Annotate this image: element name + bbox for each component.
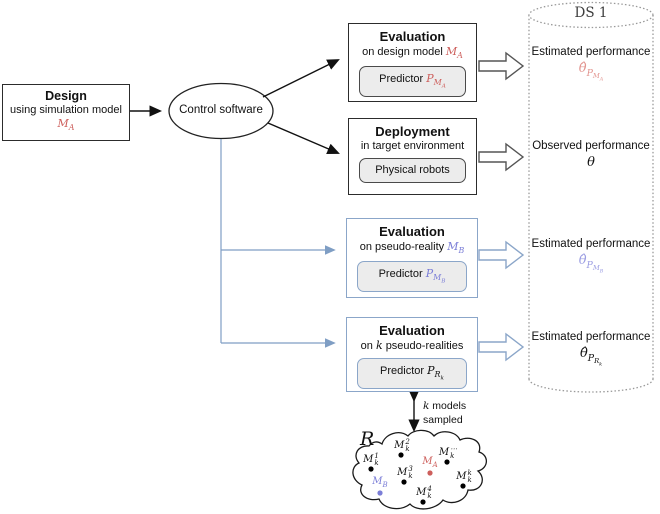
block-arrow-estimated-ma [478, 51, 525, 81]
connector-control-to-pseudo [220, 139, 336, 348]
cloud-label-r: R [360, 428, 375, 450]
predictor-prk-box: Predictor PRk [357, 358, 467, 389]
predictor-pmb-box: Predictor PMB [357, 261, 467, 292]
control-software-ellipse [168, 82, 274, 140]
evaluation-pseudo-box: Evaluation on pseudo-reality MB Predicto… [346, 218, 478, 298]
model-label-mk-dots: M⋯k [438, 445, 458, 460]
dot-mk1 [368, 466, 374, 472]
evaluation-design-subtitle: on design model MA [362, 45, 463, 61]
dot-mk4 [420, 499, 426, 505]
control-software-label: Control software [179, 104, 263, 116]
evaluation-pseudo-title: Evaluation [379, 224, 445, 239]
evaluation-design-box: Evaluation on design model MA Predictor … [348, 23, 477, 102]
dot-mkk [460, 483, 466, 489]
dot-mk3 [401, 479, 407, 485]
datastore-row-estimated-ma: Estimated performance θ̂PMA [531, 46, 651, 83]
block-arrow-estimated-rk [478, 332, 525, 362]
arrow-control-to-evaluation [262, 59, 340, 98]
datastore-row-estimated-mb: Estimated performance θ̂PMB [531, 238, 651, 275]
datastore-cylinder [528, 1, 654, 393]
evaluation-k-subtitle: on k pseudo-realities [360, 339, 464, 352]
design-subtitle: using simulation model [10, 104, 122, 116]
dot-mk2 [398, 452, 404, 458]
block-arrow-estimated-mb [478, 240, 525, 270]
dot-mk-dots [444, 459, 450, 465]
block-arrow-observed [478, 142, 525, 172]
dot-mb [377, 490, 383, 496]
physical-robots-box: Physical robots [359, 158, 466, 183]
model-label-mb: MB [372, 476, 388, 490]
predictor-pma-box: Predictor PMA [359, 66, 466, 97]
cloud-outline [352, 429, 488, 510]
deployment-title: Deployment [375, 124, 450, 139]
design-model-symbol: MA [57, 117, 75, 133]
datastore-row-estimated-rk: Estimated performance θ̂PRk [531, 331, 651, 368]
arrow-control-to-deployment [267, 122, 340, 155]
deployment-subtitle: in target environment [360, 140, 465, 152]
evaluation-k-title: Evaluation [379, 323, 445, 338]
k-models-sampled-label: k models sampled [423, 400, 467, 426]
design-title: Design [45, 89, 87, 103]
evaluation-k-box: Evaluation on k pseudo-realities Predict… [346, 317, 478, 392]
evaluation-pseudo-subtitle: on pseudo-reality MB [359, 240, 465, 256]
model-label-ma: MA [422, 456, 438, 470]
datastore-title: DS 1 [574, 5, 608, 21]
deployment-box: Deployment in target environment Physica… [348, 118, 477, 195]
design-box: Design using simulation model MA [2, 84, 130, 141]
dot-ma [427, 470, 433, 476]
datastore-row-observed: Observed performance θ [532, 140, 650, 170]
evaluation-design-title: Evaluation [379, 29, 446, 44]
